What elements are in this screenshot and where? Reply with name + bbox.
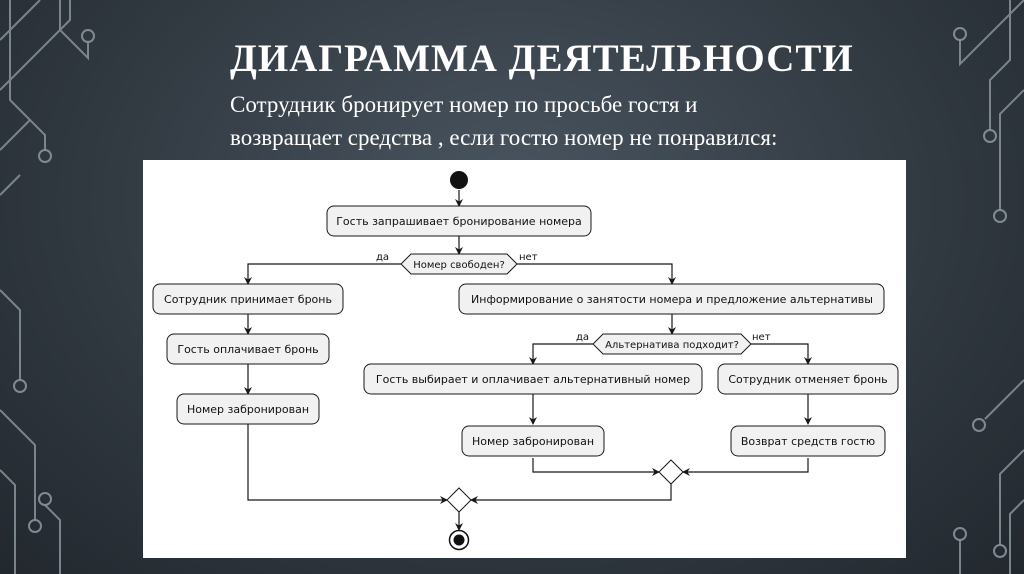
activity-pay-booking: Гость оплачивает бронь xyxy=(166,333,330,365)
activity-cancel-booking: Сотрудник отменяет бронь xyxy=(717,363,899,395)
activity-request-booking: Гость запрашивает бронирование номера xyxy=(326,205,592,237)
activity-inform-alternative: Информирование о занятости номера и пред… xyxy=(458,283,885,315)
merge-node-right xyxy=(658,459,684,485)
decision-alternative-fits-no: нет xyxy=(752,332,771,343)
decision-room-free-yes: да xyxy=(376,252,389,263)
subtitle-line-2: возвращает средства , если гостю номер н… xyxy=(230,125,778,150)
decision-alternative-fits-label: Альтернатива подходит? xyxy=(605,340,739,351)
start-node xyxy=(450,171,468,189)
slide-subtitle: Сотрудник бронирует номер по просьбе гос… xyxy=(230,88,910,154)
activity-cancel-booking-label: Сотрудник отменяет бронь xyxy=(728,373,887,386)
activity-diagram: Гость запрашивает бронирование номера Со… xyxy=(152,171,899,551)
decision-alternative-fits: Альтернатива подходит? да нет xyxy=(576,332,771,355)
end-node xyxy=(448,529,470,551)
decision-room-free-no: нет xyxy=(519,252,538,263)
activity-inform-alternative-label: Информирование о занятости номера и пред… xyxy=(471,293,873,306)
subtitle-line-1: Сотрудник бронирует номер по просьбе гос… xyxy=(230,92,698,117)
activity-pay-booking-label: Гость оплачивает бронь xyxy=(177,343,318,356)
activity-accept-booking-label: Сотрудник принимает бронь xyxy=(164,293,332,306)
activity-choose-alternative-label: Гость выбирает и оплачивает альтернативн… xyxy=(376,373,690,386)
activity-room-booked-right-label: Номер забронирован xyxy=(472,435,594,448)
decision-alternative-fits-yes: да xyxy=(576,332,589,343)
activity-room-booked-left: Номер забронирован xyxy=(176,393,320,425)
activity-choose-alternative: Гость выбирает и оплачивает альтернативн… xyxy=(363,363,703,395)
merge-node-final xyxy=(446,487,472,513)
activity-request-booking-label: Гость запрашивает бронирование номера xyxy=(336,215,582,228)
edges xyxy=(244,190,812,531)
activity-refund-label: Возврат средств гостю xyxy=(741,435,875,448)
activity-room-booked-left-label: Номер забронирован xyxy=(187,403,309,416)
activity-accept-booking: Сотрудник принимает бронь xyxy=(152,283,344,315)
decision-room-free: Номер свободен? да нет xyxy=(376,252,538,275)
diagram-panel: Гость запрашивает бронирование номера Со… xyxy=(143,160,906,558)
activity-refund: Возврат средств гостю xyxy=(730,425,886,457)
decision-room-free-label: Номер свободен? xyxy=(413,260,505,271)
slide-title: ДИАГРАММА ДЕЯТЕЛЬНОСТИ xyxy=(230,37,854,80)
activity-room-booked-right: Номер забронирован xyxy=(461,425,605,457)
